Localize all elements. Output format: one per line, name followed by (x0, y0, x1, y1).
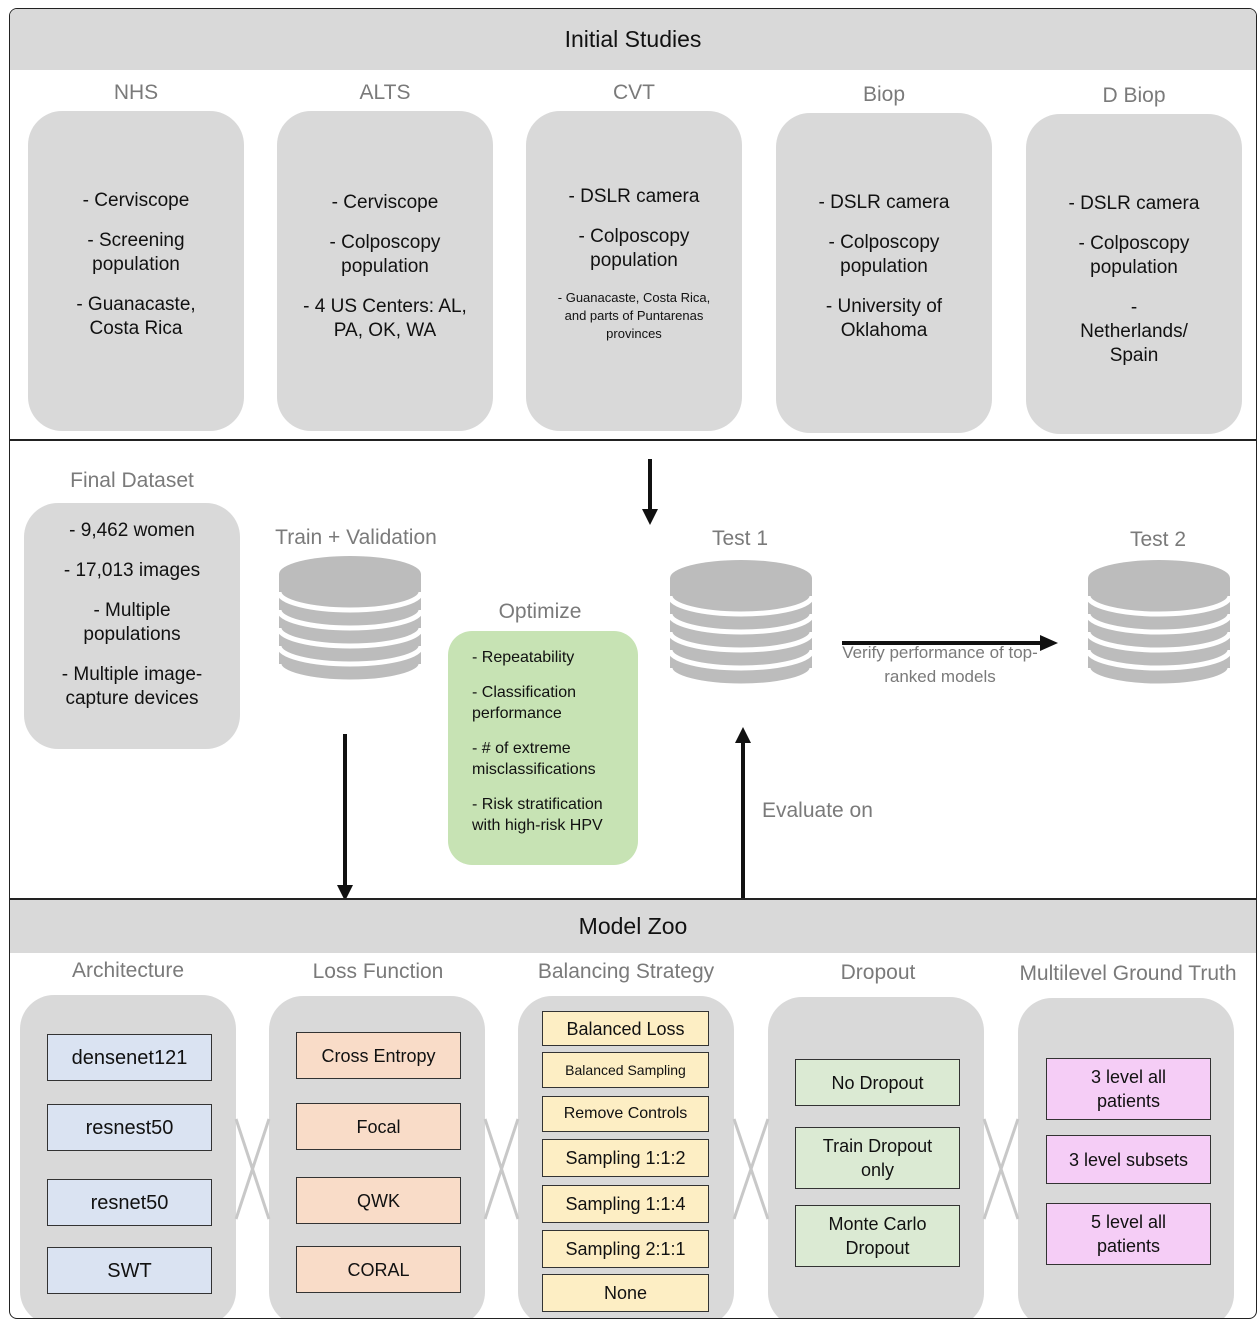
study-line: - Colposcopy population (828, 232, 940, 277)
balancing-item-sampling-211: Sampling 2:1:1 (542, 1230, 709, 1268)
test2-label: Test 2 (1129, 528, 1187, 551)
study-label-dbiop: D Biop (1102, 84, 1166, 107)
dropout-title: Dropout (840, 961, 916, 984)
section-divider-bottom (10, 898, 1256, 900)
optimize-title: Optimize (498, 600, 582, 623)
study-line: - Colposcopy population (1078, 233, 1190, 278)
study-line: - Netherlands/ Spain (1080, 297, 1188, 366)
balancing-item-none: None (542, 1274, 709, 1312)
architecture-title: Architecture (71, 959, 185, 982)
balancing-item-balanced-sampling: Balanced Sampling (542, 1052, 709, 1088)
section-divider-top (10, 439, 1256, 441)
loss-item-focal: Focal (296, 1103, 461, 1150)
diagram-frame: Initial Studies NHS - Cerviscope - Scree… (9, 8, 1257, 1319)
final-dataset-line: - 9,462 women (69, 520, 195, 541)
balancing-item-sampling-112: Sampling 1:1:2 (542, 1139, 709, 1177)
loss-item-coral: CORAL (296, 1246, 461, 1293)
test2-database-icon (1088, 560, 1230, 688)
test1-database-icon (670, 560, 812, 688)
loss-function-title: Loss Function (312, 960, 444, 983)
dropout-item-no-dropout: No Dropout (795, 1059, 960, 1106)
study-card-nhs: - Cerviscope - Screening population - Gu… (28, 111, 244, 431)
study-card-biop: - DSLR camera - Colposcopy population - … (776, 113, 992, 433)
study-label-biop: Biop (862, 83, 906, 106)
study-label-alts: ALTS (359, 81, 411, 104)
study-line: - DSLR camera (1068, 193, 1200, 214)
ground-truth-item-5-level-all: 5 level all patients (1046, 1203, 1211, 1265)
study-card-cvt: - DSLR camera - Colposcopy population - … (526, 111, 742, 431)
study-line: - 4 US Centers: AL, PA, OK, WA (303, 296, 467, 341)
initial-studies-banner: Initial Studies (10, 9, 1256, 70)
middle-graphics (10, 459, 1256, 899)
study-line: - DSLR camera (568, 186, 700, 207)
optimize-card: - Repeatability - Classification perform… (448, 631, 638, 865)
study-line: - DSLR camera (818, 192, 950, 213)
architecture-item-resnet50: resnet50 (47, 1179, 212, 1226)
optimize-item: - Classification performance (472, 684, 577, 722)
final-dataset-line: - Multiple populations (83, 600, 181, 645)
loss-item-qwk: QWK (296, 1177, 461, 1224)
balancing-item-balanced-loss: Balanced Loss (542, 1011, 709, 1046)
panel-connectors (234, 1118, 1020, 1220)
train-validation-label: Train + Validation (275, 526, 437, 549)
arrow-right-to-test2 (842, 635, 1058, 651)
balancing-item-remove-controls: Remove Controls (542, 1096, 709, 1132)
study-label-nhs: NHS (113, 81, 159, 104)
architecture-item-densenet121: densenet121 (47, 1034, 212, 1081)
optimize-item: - Risk stratification with high-risk HPV (472, 796, 603, 834)
final-dataset-card: - 9,462 women - 17,013 images - Multiple… (24, 503, 240, 749)
final-dataset-line: - 17,013 images (63, 560, 201, 581)
study-line: - Screening population (87, 230, 185, 275)
verify-label: Verify performance of top-ranked models (842, 643, 1038, 686)
model-zoo-title: Model Zoo (578, 913, 688, 939)
arrow-down-to-test1 (642, 459, 658, 525)
study-line: - Colposcopy population (578, 226, 690, 271)
architecture-item-resnest50: resnest50 (47, 1104, 212, 1151)
study-line: - Guanacaste, Costa Rica (76, 294, 196, 339)
ground-truth-item-3-level-subsets: 3 level subsets (1046, 1135, 1211, 1184)
study-card-dbiop: - DSLR camera - Colposcopy population - … (1026, 114, 1242, 434)
final-dataset-title: Final Dataset (70, 469, 194, 492)
evaluate-label: Evaluate on (762, 799, 873, 822)
loss-item-cross-entropy: Cross Entropy (296, 1032, 461, 1079)
study-line: - Cerviscope (331, 192, 439, 213)
optimize-item: - # of extreme misclassifications (472, 740, 596, 778)
test1-label: Test 1 (711, 527, 769, 550)
initial-studies-title: Initial Studies (564, 26, 702, 52)
balancing-item-sampling-114: Sampling 1:1:4 (542, 1185, 709, 1223)
dropout-item-train-dropout-only: Train Dropout only (795, 1127, 960, 1189)
study-card-alts: - Cerviscope - Colposcopy population - 4… (277, 111, 493, 431)
study-line: - Guanacaste, Costa Rica, and parts of P… (557, 290, 711, 341)
ground-truth-item-3-level-all: 3 level all patients (1046, 1058, 1211, 1120)
study-line: - Cerviscope (82, 190, 190, 211)
arrow-down-to-model-zoo (337, 734, 353, 899)
study-label-cvt: CVT (613, 81, 655, 104)
model-zoo-banner: Model Zoo (10, 900, 1256, 953)
train-validation-database-icon (279, 556, 421, 684)
optimize-item: - Repeatability (472, 649, 575, 666)
multilevel-ground-truth-title: Multilevel Ground Truth (1019, 962, 1237, 985)
final-dataset-line: - Multiple image-capture devices (61, 664, 203, 709)
balancing-strategy-title: Balancing Strategy (537, 960, 715, 983)
dropout-item-monte-carlo-dropout: Monte Carlo Dropout (795, 1205, 960, 1267)
arrow-up-to-test1 (735, 727, 751, 899)
study-line: - University of Oklahoma (825, 296, 943, 341)
study-line: - Colposcopy population (329, 232, 441, 277)
architecture-item-swt: SWT (47, 1247, 212, 1294)
